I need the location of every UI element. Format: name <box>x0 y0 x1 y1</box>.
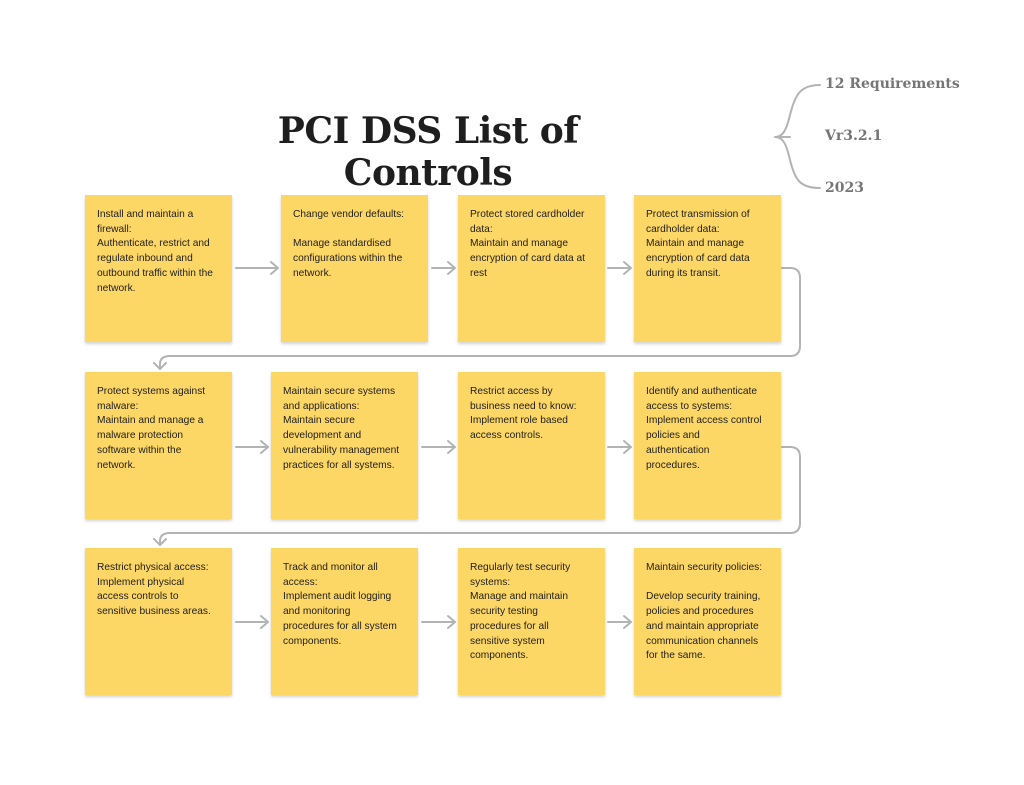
requirement-note-2[interactable]: Change vendor defaults: Manage standardi… <box>281 195 428 342</box>
arrow-2-3 <box>431 261 456 275</box>
page-title: PCI DSS List of Controls <box>277 110 579 194</box>
arrow-9-10 <box>235 615 269 629</box>
arrow-6-7 <box>421 440 456 454</box>
requirement-note-8[interactable]: Identify and authenticate access to syst… <box>634 372 781 519</box>
requirement-note-3[interactable]: Protect stored cardholder data: Maintain… <box>458 195 605 342</box>
meta-requirements-count: 12 Requirements <box>825 76 960 92</box>
requirement-note-12[interactable]: Maintain security policies: Develop secu… <box>634 548 781 695</box>
arrow-5-6 <box>235 440 269 454</box>
requirement-note-1[interactable]: Install and maintain a firewall: Authent… <box>85 195 232 342</box>
requirement-note-11[interactable]: Regularly test security systems: Manage … <box>458 548 605 695</box>
meta-year: 2023 <box>825 180 864 196</box>
requirement-note-7[interactable]: Restrict access by business need to know… <box>458 372 605 519</box>
requirement-note-10[interactable]: Track and monitor all access: Implement … <box>271 548 418 695</box>
arrow-7-8 <box>607 440 632 454</box>
requirement-note-4[interactable]: Protect transmission of cardholder data:… <box>634 195 781 342</box>
requirement-note-5[interactable]: Protect systems against malware: Maintai… <box>85 372 232 519</box>
arrow-11-12 <box>607 615 632 629</box>
meta-brace <box>774 84 821 189</box>
return-arrow-row2 <box>153 446 801 546</box>
requirement-note-6[interactable]: Maintain secure systems and applications… <box>271 372 418 519</box>
arrow-3-4 <box>607 261 632 275</box>
return-arrow-row1 <box>153 267 801 370</box>
requirement-note-9[interactable]: Restrict physical access: Implement phys… <box>85 548 232 695</box>
arrow-1-2 <box>235 261 279 275</box>
arrow-10-11 <box>421 615 456 629</box>
meta-version: Vr3.2.1 <box>825 128 883 144</box>
